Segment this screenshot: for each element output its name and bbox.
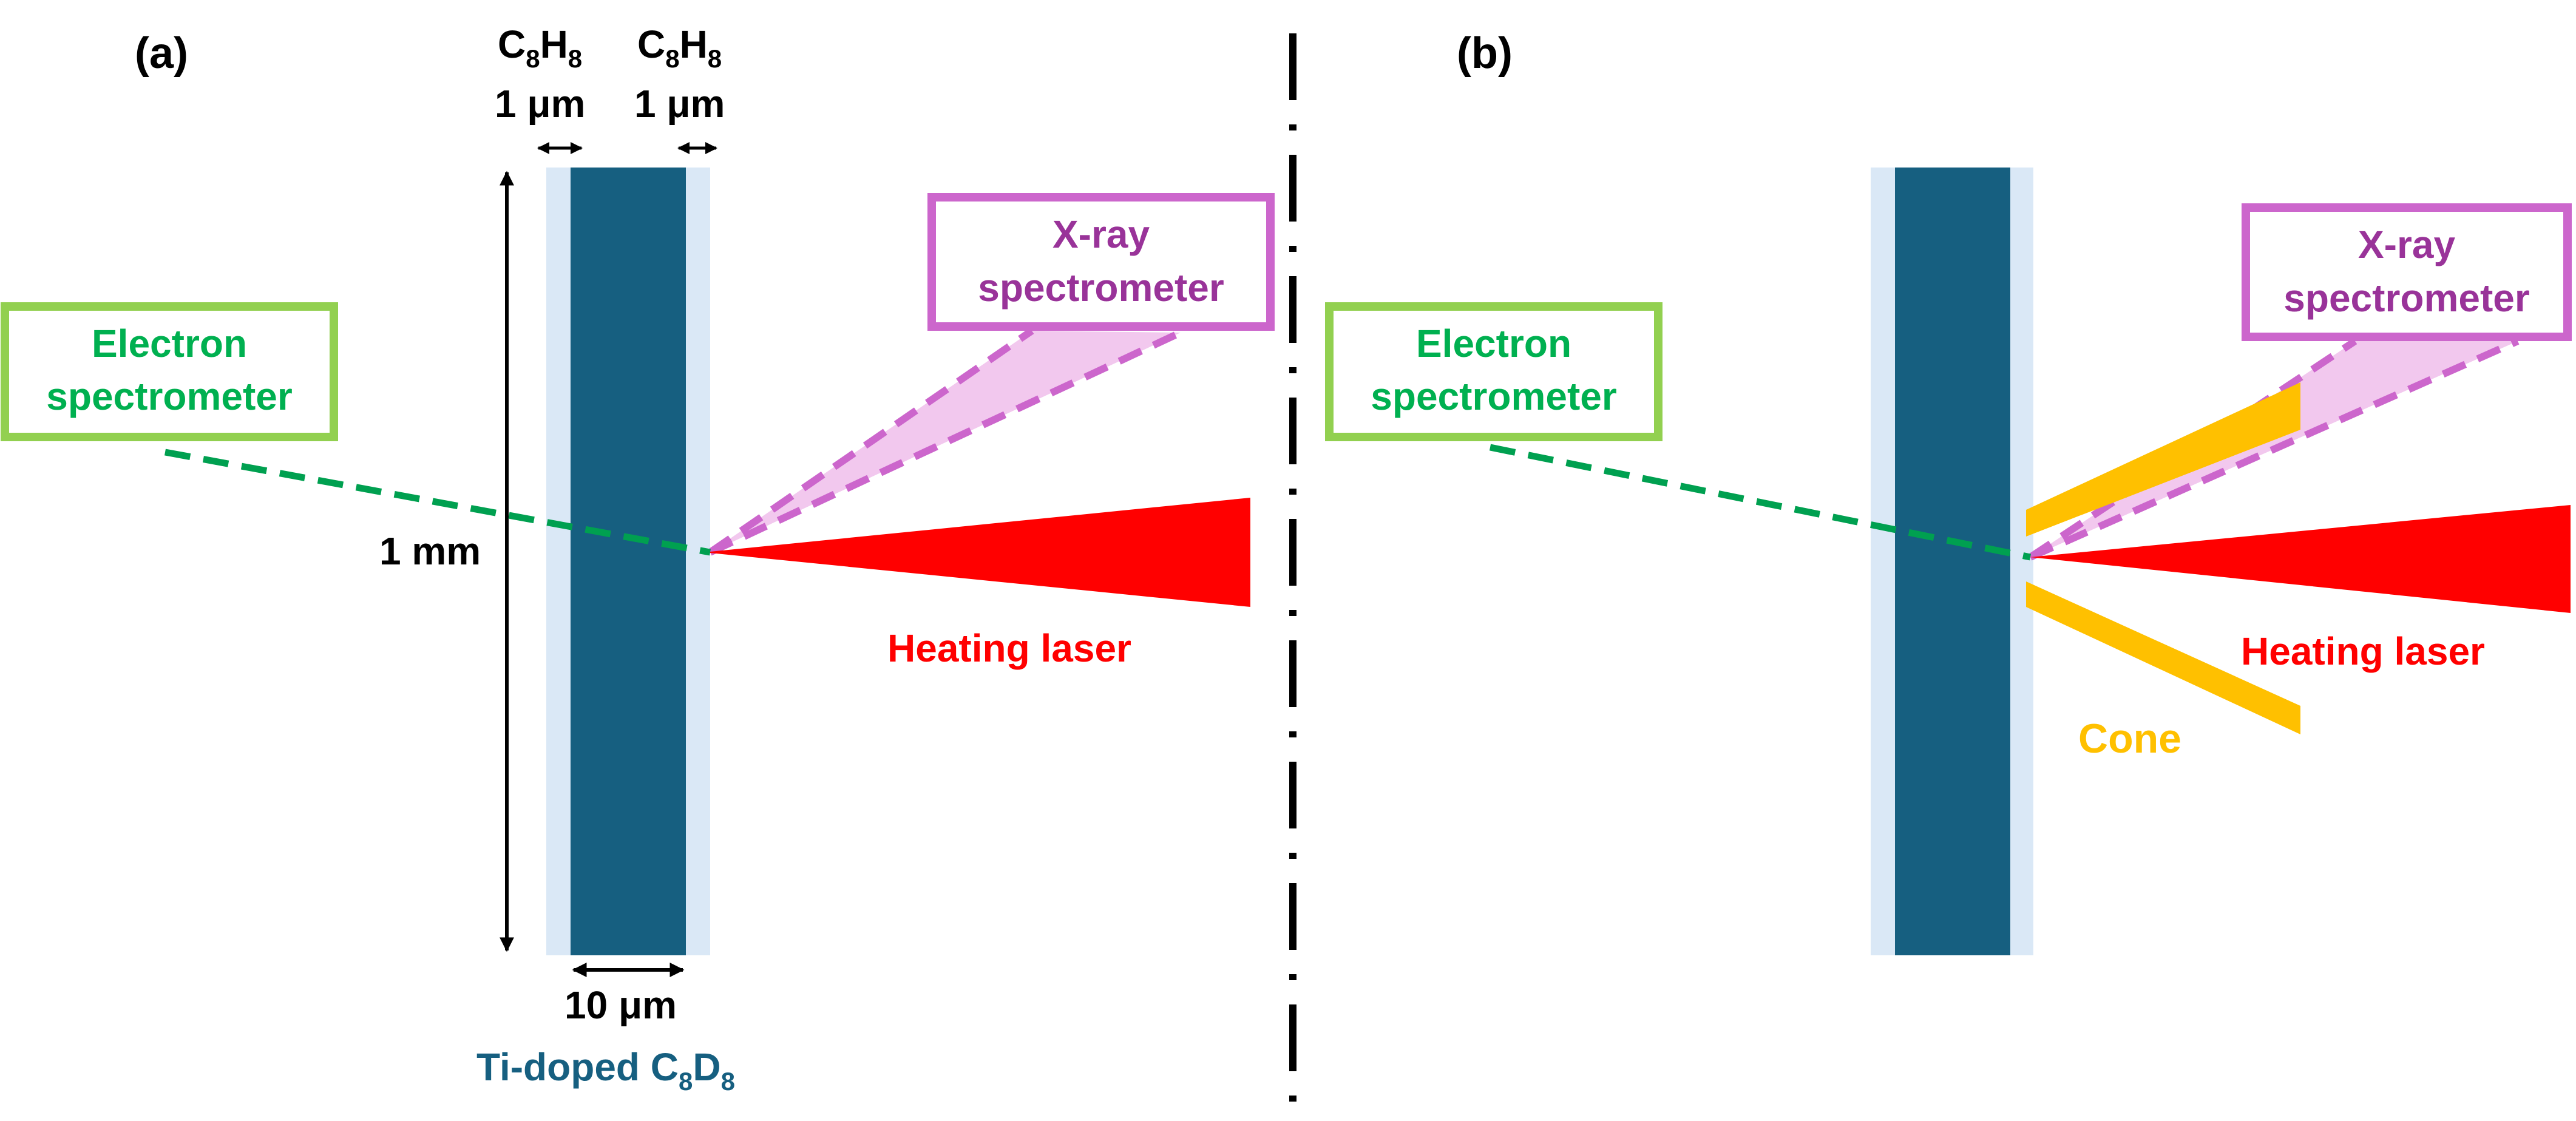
cone-wall-upper [2026, 382, 2300, 537]
electron-spectrometer-label-b-line1: Electron [1416, 322, 1571, 365]
core-layer-b [1895, 168, 2010, 955]
xray-spectrometer-label-a-line2: spectrometer [978, 266, 1224, 310]
electron-spectrometer-box-a [1, 302, 338, 441]
panel-a-label: (a) [135, 29, 188, 78]
layer-left-thickness: 1 μm [495, 82, 585, 126]
electron-spectrometer-box-b [1325, 302, 1663, 441]
cone-wall-lower [2026, 581, 2300, 734]
xray-dashed-edge-a2 [708, 329, 1182, 556]
heating-laser-label-b: Heating laser [2241, 629, 2485, 673]
electron-line-of-sight-a [164, 449, 711, 556]
xray-spectrometer-label-a-line1: X-ray [1052, 212, 1150, 256]
panel-b-label: (b) [1457, 29, 1513, 78]
cone-label: Cone [2078, 716, 2181, 762]
layer-right-thickness: 1 μm [634, 82, 725, 126]
xray-spectrometer-label-b-line1: X-ray [2358, 223, 2456, 266]
layer-right-formula: C8H8 [637, 22, 722, 73]
core-material-label: Ti-doped C8D8 [476, 1045, 735, 1096]
height-label: 1 mm [379, 529, 481, 573]
core-layer-a [571, 168, 686, 955]
layer-left-formula: C8H8 [498, 22, 582, 73]
xray-spectrometer-box-b [2242, 203, 2572, 341]
xray-dashed-edge-b2 [2029, 337, 2520, 561]
xray-dashed-edge-a1 [708, 328, 1034, 555]
heating-laser-beam-a [704, 498, 1250, 607]
electron-line-of-sight-b [1489, 444, 2032, 561]
electron-spectrometer-label-a-line2: spectrometer [46, 374, 293, 418]
electron-spectrometer-label-b-line2: spectrometer [1371, 374, 1617, 418]
electron-spectrometer-label-a-line1: Electron [92, 322, 247, 365]
heating-laser-label-a: Heating laser [887, 626, 1131, 670]
core-width-label: 10 μm [564, 983, 677, 1027]
xray-spectrometer-label-b-line2: spectrometer [2283, 276, 2530, 320]
heating-laser-beam-b [2030, 505, 2571, 613]
xray-spectrometer-box-a [927, 193, 1275, 331]
